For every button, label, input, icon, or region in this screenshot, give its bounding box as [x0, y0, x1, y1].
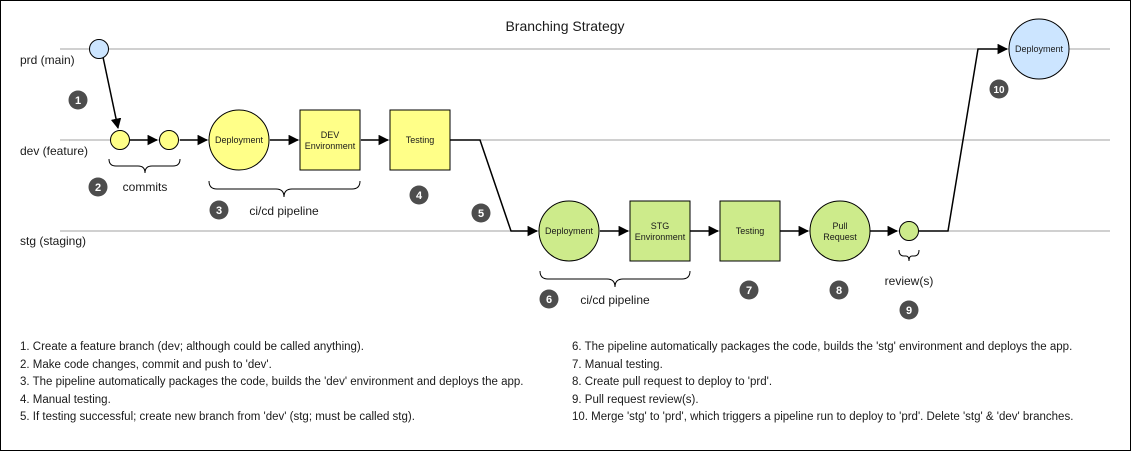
step-badge-10: 10 [989, 79, 1009, 99]
dev-pipeline-label: ci/cd pipeline [249, 204, 319, 218]
step-badge-2: 2 [88, 177, 108, 197]
steps-list-left: 1. Create a feature branch (dev; althoug… [20, 339, 523, 427]
prd-deployment-node [1008, 18, 1070, 80]
dev-environment-box [299, 109, 361, 171]
step-note-9: 9. Pull request review(s). [572, 393, 699, 406]
step-badge-3: 3 [209, 200, 229, 220]
stg-pipeline-label: ci/cd pipeline [580, 293, 650, 307]
dev-to-stg-arrow [450, 139, 539, 237]
steps-list-right: 6. The pipeline automatically packages t… [572, 339, 1073, 427]
step-badge-4: 4 [409, 185, 429, 205]
svg-text:9: 9 [906, 305, 912, 317]
review-node [899, 221, 919, 241]
step-note-6: 6. The pipeline automatically packages t… [572, 341, 1073, 353]
step-note-4: 4. Manual testing. [20, 393, 111, 406]
commits-label: commits [123, 180, 168, 194]
stg-deployment-label: Deployment [545, 226, 594, 236]
step-badge-8: 8 [829, 280, 849, 300]
stg-testing-box [719, 200, 781, 262]
pull-request-label-1: Pull [832, 221, 847, 231]
reviews-brace [898, 249, 920, 262]
step-badge-5: 5 [471, 203, 491, 223]
svg-text:5: 5 [478, 208, 484, 220]
step-badge-7: 7 [739, 280, 759, 300]
prd-deployment-label: Deployment [1015, 44, 1064, 54]
stg-environment-label-2: Environment [635, 232, 686, 242]
svg-text:10: 10 [993, 85, 1005, 96]
svg-text:3: 3 [216, 205, 222, 217]
dev-deployment-label: Deployment [215, 135, 264, 145]
svg-text:2: 2 [95, 182, 101, 194]
prd-commit-node [89, 39, 109, 59]
stg-pipeline-brace [539, 270, 691, 288]
step-note-7: 7. Manual testing. [572, 358, 663, 371]
stg-environment-box [629, 200, 691, 262]
dev-deployment-node [208, 109, 270, 171]
step-note-10: 10. Merge 'stg' to 'prd', which triggers… [572, 411, 1074, 424]
stg-deployment-node [538, 200, 600, 262]
reviews-label: review(s) [885, 274, 934, 288]
svg-text:4: 4 [416, 190, 423, 202]
merge-arrow [919, 43, 1009, 232]
step-note-2: 2. Make code changes, commit and push to… [20, 358, 272, 371]
stg-environment-label-1: STG [651, 221, 670, 231]
prd-lane-label: prd (main) [20, 53, 75, 67]
step-badge-9: 9 [899, 300, 919, 320]
step-badge-6: 6 [539, 289, 559, 309]
dev-commit-node-1 [110, 130, 130, 150]
svg-text:7: 7 [746, 285, 752, 297]
step-note-1: 1. Create a feature branch (dev; althoug… [20, 341, 364, 353]
stg-testing-label: Testing [736, 226, 765, 236]
svg-text:8: 8 [836, 285, 842, 297]
dev-pipeline-brace [208, 180, 361, 198]
dev-lane-label: dev (feature) [20, 144, 88, 158]
dev-commit-node-2 [159, 130, 179, 150]
dev-testing-label: Testing [406, 135, 435, 145]
step-badge-1: 1 [68, 90, 88, 110]
step-note-5: 5. If testing successful; create new bra… [20, 411, 415, 424]
step-note-8: 8. Create pull request to deploy to 'prd… [572, 376, 773, 389]
stg-lane-label: stg (staging) [20, 234, 86, 248]
svg-text:6: 6 [546, 294, 552, 306]
branch-arrow [102, 56, 122, 130]
commits-brace [108, 158, 181, 174]
pull-request-label-2: Request [823, 232, 857, 242]
svg-text:1: 1 [75, 95, 81, 107]
dev-environment-label-1: DEV [321, 130, 340, 140]
step-note-3: 3. The pipeline automatically packages t… [20, 376, 524, 389]
dev-environment-label-2: Environment [305, 141, 356, 151]
pull-request-node [809, 200, 871, 262]
dev-testing-box [389, 109, 451, 171]
diagram-title: Branching Strategy [505, 18, 624, 34]
